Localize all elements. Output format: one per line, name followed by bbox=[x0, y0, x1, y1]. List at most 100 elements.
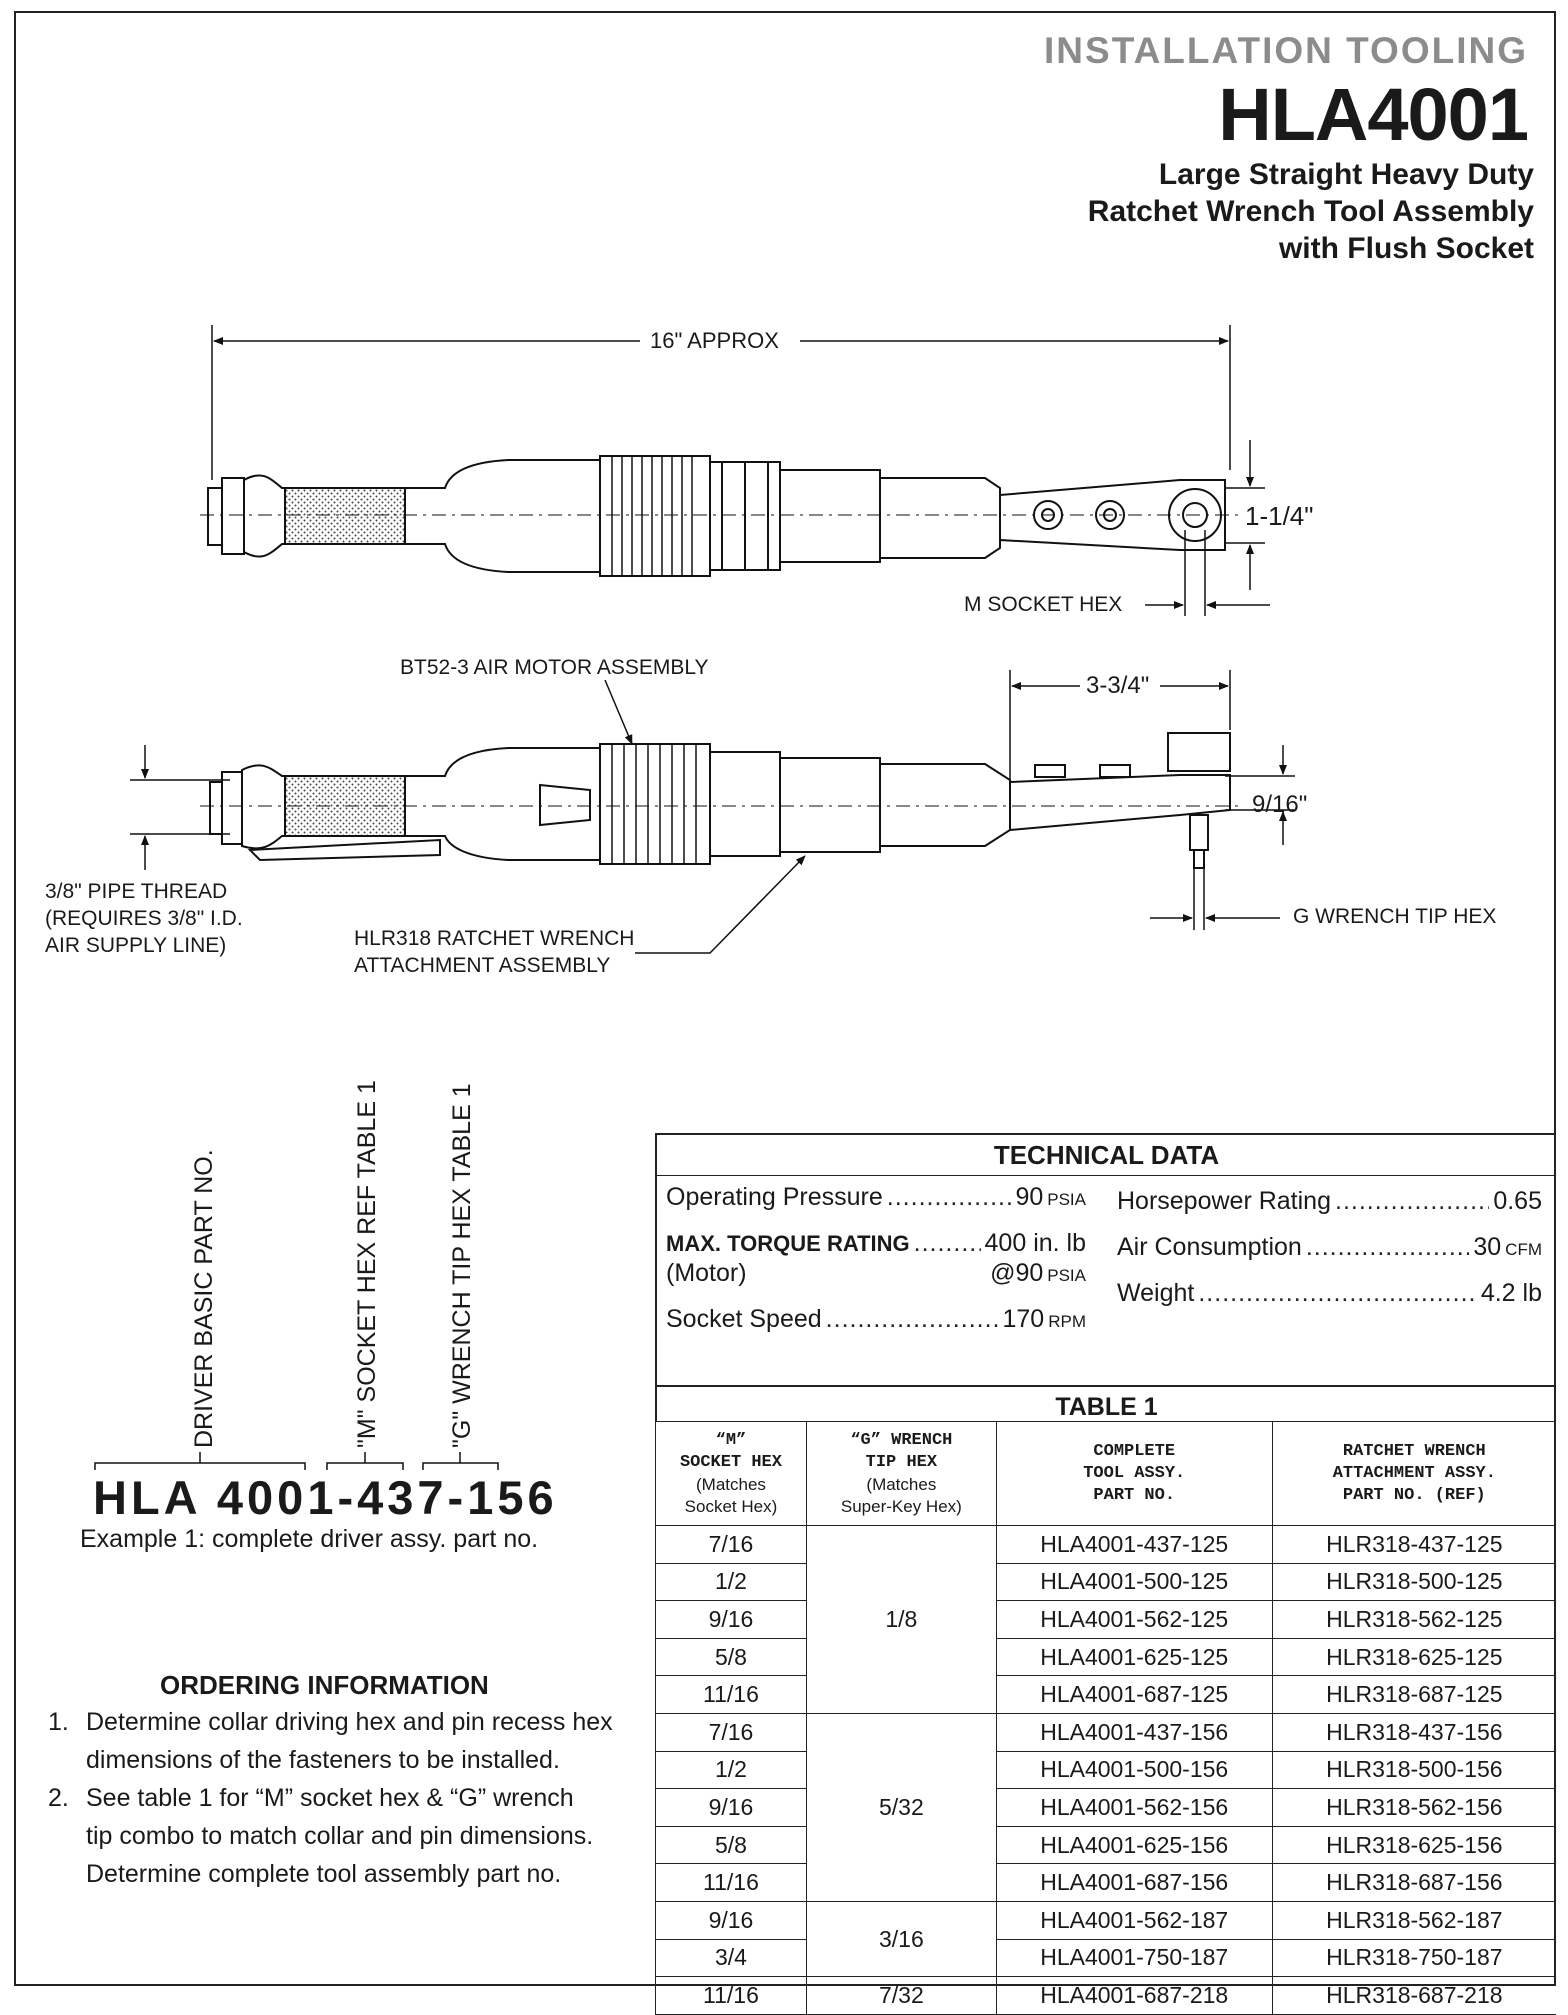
ordering-list: 1. Determine collar driving hex and pin … bbox=[48, 1703, 613, 1893]
description-line: with Flush Socket bbox=[1278, 232, 1534, 265]
cell-ratchet-attachment-part-no: HLR318-625-125 bbox=[1271, 1637, 1556, 1677]
ordering-line: tip combo to match collar and pin dimens… bbox=[86, 1822, 594, 1850]
side-view-tool bbox=[200, 732, 1240, 869]
tech-value: 170 bbox=[1002, 1305, 1045, 1333]
tech-unit: RPM bbox=[1048, 1312, 1086, 1331]
column-header-complete-tool: COMPLETE TOOL ASSY. PART NO. bbox=[995, 1421, 1273, 1526]
tech-value: 0.65 bbox=[1493, 1187, 1542, 1215]
leader-dots: ........................................… bbox=[913, 1229, 981, 1257]
cell-ratchet-attachment-part-no: HLR318-437-156 bbox=[1271, 1712, 1556, 1752]
product-description: Large Straight Heavy Duty Ratchet Wrench… bbox=[1088, 156, 1534, 267]
leader-dots: ........................................… bbox=[825, 1305, 999, 1333]
tech-row: Weight..................................… bbox=[1117, 1279, 1542, 1325]
cell-g-wrench-tip-hex: 5/32 bbox=[805, 1712, 997, 1902]
ordering-item: 2. See table 1 for “M” socket hex & “G” … bbox=[48, 1779, 613, 1893]
cell-ratchet-attachment-part-no: HLR318-687-218 bbox=[1271, 1976, 1556, 2015]
header-line: RATCHET WRENCH bbox=[1342, 1441, 1486, 1461]
reach-dimension-label: 3-3/4" bbox=[1086, 672, 1150, 699]
ratchet-attachment-line: ATTACHMENT ASSEMBLY bbox=[354, 954, 611, 977]
tech-value: 4.2 lb bbox=[1480, 1279, 1542, 1307]
tech-unit: PSIA bbox=[1047, 1190, 1086, 1209]
tech-value: 30 bbox=[1473, 1233, 1502, 1261]
tech-left-column: Operating Pressure......................… bbox=[666, 1183, 1086, 1351]
header-line: SOCKET HEX bbox=[679, 1452, 782, 1472]
tech-row: Horsepower Rating.......................… bbox=[1117, 1187, 1542, 1233]
g-wrench-tip-hex-label: G WRENCH TIP HEX bbox=[1293, 905, 1497, 928]
cell-ratchet-attachment-part-no: HLR318-500-125 bbox=[1271, 1562, 1556, 1602]
head-width-dimension-label: 1-1/4" bbox=[1245, 501, 1314, 531]
tech-right-column: Horsepower Rating.......................… bbox=[1117, 1187, 1542, 1325]
tech-unit: CFM bbox=[1505, 1240, 1542, 1259]
cell-m-socket-hex: 1/2 bbox=[655, 1562, 807, 1602]
callout-g-wrench: "G" WRENCH TIP HEX TABLE 1 bbox=[448, 1083, 476, 1448]
cell-m-socket-hex: 11/16 bbox=[655, 1675, 807, 1714]
column-header-g-wrench: “G” WRENCH TIP HEX (Matches Super-Key He… bbox=[805, 1421, 997, 1526]
tech-value: 90 bbox=[1015, 1183, 1044, 1211]
cell-tool-assy-part-no: HLA4001-500-125 bbox=[995, 1562, 1273, 1602]
part-base: HLA 4001 bbox=[93, 1471, 338, 1524]
header-line: COMPLETE bbox=[1093, 1441, 1176, 1461]
description-line: Large Straight Heavy Duty bbox=[1158, 158, 1534, 191]
technical-data-panel: TECHNICAL DATA Operating Pressure.......… bbox=[655, 1133, 1556, 1386]
tech-label: Operating Pressure bbox=[666, 1183, 883, 1211]
description-line: Ratchet Wrench Tool Assembly bbox=[1087, 195, 1534, 228]
tech-value: 400 in. lb bbox=[984, 1229, 1086, 1257]
cell-g-wrench-tip-hex: 3/16 bbox=[805, 1900, 997, 1978]
pipe-thread-line: (REQUIRES 3/8" I.D. bbox=[45, 907, 243, 930]
cell-m-socket-hex: 7/16 bbox=[655, 1525, 807, 1564]
cell-g-wrench-tip-hex: 7/32 bbox=[805, 1976, 997, 2015]
cell-tool-assy-part-no: HLA4001-562-187 bbox=[995, 1900, 1273, 1940]
cell-tool-assy-part-no: HLA4001-437-156 bbox=[995, 1712, 1273, 1752]
cell-ratchet-attachment-part-no: HLR318-437-125 bbox=[1271, 1525, 1556, 1564]
cell-tool-assy-part-no: HLA4001-750-187 bbox=[995, 1938, 1273, 1978]
header-line: TIP HEX bbox=[865, 1452, 938, 1472]
cell-tool-assy-part-no: HLA4001-625-125 bbox=[995, 1637, 1273, 1677]
part-g-code: 156 bbox=[467, 1471, 558, 1524]
cell-m-socket-hex: 11/16 bbox=[655, 1976, 807, 2015]
cell-ratchet-attachment-part-no: HLR318-625-156 bbox=[1271, 1825, 1556, 1865]
air-motor-label: BT52-3 AIR MOTOR ASSEMBLY bbox=[400, 656, 709, 679]
leader-dots: ........................................… bbox=[1198, 1279, 1477, 1307]
column-header-m-socket: “M” SOCKET HEX (Matches Socket Hex) bbox=[655, 1421, 807, 1526]
tech-label: MAX. TORQUE RATING bbox=[666, 1231, 910, 1256]
tech-row: Operating Pressure......................… bbox=[666, 1183, 1086, 1229]
cell-m-socket-hex: 9/16 bbox=[655, 1600, 807, 1639]
cell-tool-assy-part-no: HLA4001-625-156 bbox=[995, 1825, 1273, 1865]
header-line: ATTACHMENT ASSY. bbox=[1332, 1463, 1496, 1483]
column-header-ratchet-attachment: RATCHET WRENCH ATTACHMENT ASSY. PART NO.… bbox=[1271, 1421, 1556, 1526]
tech-label: Horsepower Rating bbox=[1117, 1187, 1331, 1215]
tech-unit: PSIA bbox=[1047, 1266, 1086, 1285]
tech-label: Air Consumption bbox=[1117, 1233, 1302, 1261]
ratchet-attachment-label: HLR318 RATCHET WRENCH ATTACHMENT ASSEMBL… bbox=[354, 925, 634, 979]
header-subline: (Matches bbox=[696, 1474, 766, 1494]
cell-tool-assy-part-no: HLA4001-687-218 bbox=[995, 1976, 1273, 2015]
cell-tool-assy-part-no: HLA4001-437-125 bbox=[995, 1525, 1273, 1564]
m-socket-hex-label: M SOCKET HEX bbox=[964, 593, 1123, 616]
header-line: TOOL ASSY. bbox=[1083, 1463, 1186, 1483]
cell-m-socket-hex: 9/16 bbox=[655, 1900, 807, 1940]
leader-dots: ........................................… bbox=[1335, 1187, 1489, 1215]
tech-row: Air Consumption.........................… bbox=[1117, 1233, 1542, 1279]
height-dimension-label: 9/16" bbox=[1252, 791, 1308, 818]
cell-m-socket-hex: 5/8 bbox=[655, 1825, 807, 1865]
part-m-code: 437 bbox=[357, 1471, 448, 1524]
cell-ratchet-attachment-part-no: HLR318-750-187 bbox=[1271, 1938, 1556, 1978]
top-view-tool bbox=[200, 455, 1240, 577]
header-line: PART NO. (REF) bbox=[1342, 1485, 1486, 1505]
tech-row: MAX. TORQUE RATING......................… bbox=[666, 1229, 1086, 1259]
tech-label: Socket Speed bbox=[666, 1305, 822, 1333]
length-dimension-label: 16" APPROX bbox=[650, 328, 779, 353]
ordering-item: 1. Determine collar driving hex and pin … bbox=[48, 1703, 613, 1779]
cell-ratchet-attachment-part-no: HLR318-562-156 bbox=[1271, 1788, 1556, 1827]
